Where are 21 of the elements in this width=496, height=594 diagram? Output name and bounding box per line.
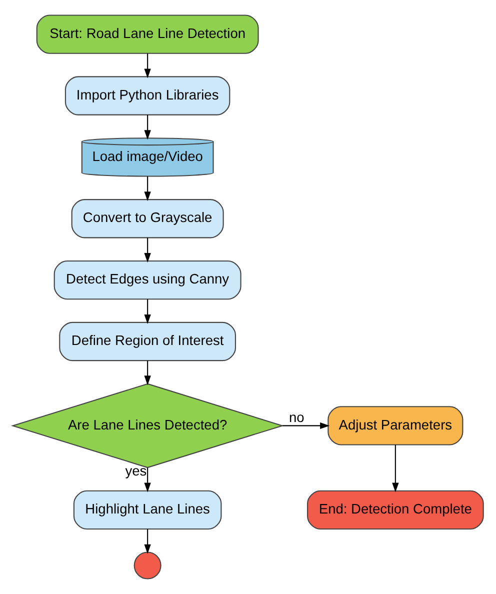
edge-label: no [289, 410, 304, 425]
node-box: Start: Road Lane Line Detection [36, 14, 259, 54]
node-circle [134, 552, 162, 580]
arrow [144, 238, 151, 263]
node-box: Highlight Lane Lines [73, 490, 222, 530]
arrow [144, 114, 151, 140]
arrow [282, 422, 330, 430]
node-diamond: Are Lane Lines Detected? [11, 383, 284, 468]
arrow [144, 176, 151, 202]
arrow [144, 299, 151, 324]
arrow [144, 468, 151, 492]
node-box: Define Region of Interest [59, 322, 236, 362]
node-box: Convert to Grayscale [71, 199, 224, 238]
arrow [144, 53, 151, 78]
arrow [144, 529, 151, 554]
node-box: Adjust Parameters [328, 406, 464, 446]
node-box: End: Detection Complete [306, 490, 484, 530]
node-box: Import Python Libraries [64, 76, 230, 116]
arrow [392, 444, 399, 492]
node-box: Detect Edges using Canny [54, 260, 242, 300]
arrow [144, 360, 151, 386]
